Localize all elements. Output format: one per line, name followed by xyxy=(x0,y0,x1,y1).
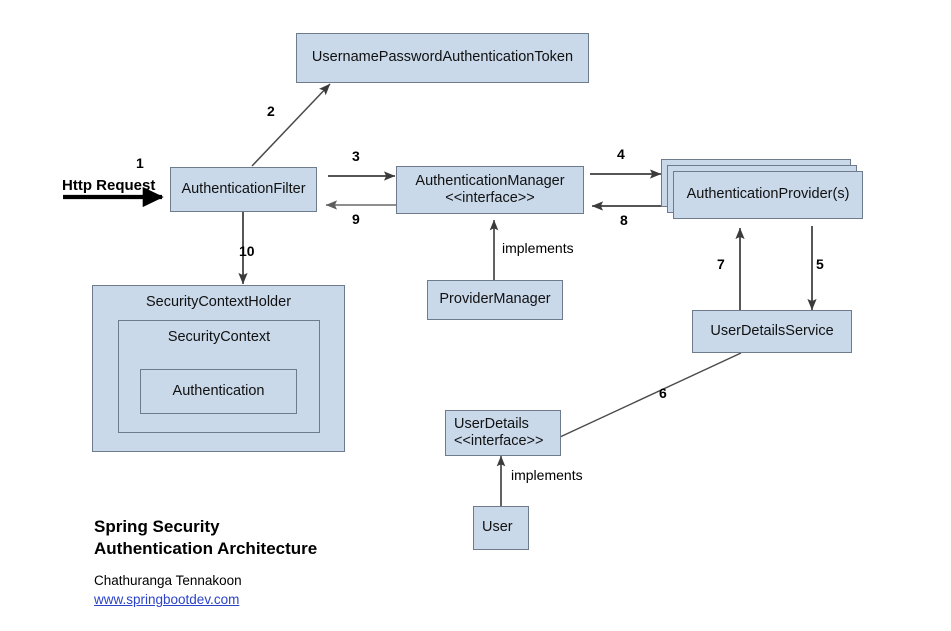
node-username-password-authentication-token[interactable]: UsernamePasswordAuthenticationToken xyxy=(296,33,589,83)
node-label: SecurityContextHolder xyxy=(145,294,292,310)
edge-label-4: 4 xyxy=(617,146,625,162)
caption-title-line1: Spring Security xyxy=(94,517,220,536)
node-label: AuthenticationProvider(s) xyxy=(686,186,850,203)
node-label: ProviderManager xyxy=(439,291,551,308)
edge-label-implements-provider: implements xyxy=(502,240,574,256)
caption-title-line2: Authentication Architecture xyxy=(94,539,318,558)
arrow-2-to-token xyxy=(251,83,331,167)
edge-label-5: 5 xyxy=(816,256,824,272)
caption-author: Chathuranga Tennakoon xyxy=(94,573,242,588)
edge-label-9: 9 xyxy=(352,211,360,227)
node-label: UserDetailsService xyxy=(710,322,834,339)
edge-label-2: 2 xyxy=(267,103,275,119)
edge-label-6: 6 xyxy=(659,385,667,401)
node-label: AuthenticationManager xyxy=(415,172,565,189)
edge-label-3: 3 xyxy=(352,148,360,164)
line-6-userdetailsservice-to-userdetails xyxy=(559,352,742,438)
edge-label-10: 10 xyxy=(239,243,255,259)
node-authentication[interactable]: Authentication xyxy=(140,369,297,414)
edge-label-1: 1 xyxy=(136,155,144,171)
node-authentication-filter[interactable]: AuthenticationFilter xyxy=(170,167,317,212)
node-authentication-manager[interactable]: AuthenticationManager <<interface>> xyxy=(396,166,584,214)
node-label: Authentication xyxy=(172,382,265,399)
node-stereotype: <<interface>> xyxy=(454,433,544,449)
node-provider-manager[interactable]: ProviderManager xyxy=(427,280,563,320)
node-authentication-provider[interactable]: AuthenticationProvider(s) xyxy=(673,171,863,219)
node-user-details[interactable]: UserDetails <<interface>> xyxy=(445,410,561,456)
caption-link-website[interactable]: www.springbootdev.com xyxy=(94,592,240,607)
edge-label-implements-user: implements xyxy=(511,467,583,483)
edge-label-8: 8 xyxy=(620,212,628,228)
node-user[interactable]: User xyxy=(473,506,529,550)
node-label: SecurityContext xyxy=(167,329,271,345)
node-stereotype: <<interface>> xyxy=(445,190,535,206)
node-label: UserDetails xyxy=(454,415,529,432)
edge-label-7: 7 xyxy=(717,256,725,272)
node-label: User xyxy=(482,519,513,536)
node-user-details-service[interactable]: UserDetailsService xyxy=(692,310,852,353)
http-request-label: Http Request xyxy=(62,177,156,194)
node-label: UsernamePasswordAuthenticationToken xyxy=(311,49,574,66)
node-label: AuthenticationFilter xyxy=(181,180,306,197)
